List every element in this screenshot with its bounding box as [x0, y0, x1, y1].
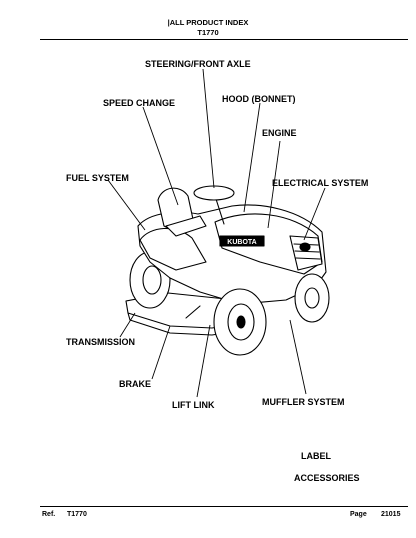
label-brake[interactable]: BRAKE [119, 379, 152, 389]
footer-rule [40, 506, 408, 507]
footer-page-label: Page [350, 511, 367, 518]
label-hood-bonnet[interactable]: HOOD (BONNET) [222, 94, 296, 104]
footer-ref-value: T1770 [67, 511, 87, 518]
label-muffler-system[interactable]: MUFFLER SYSTEM [262, 397, 345, 407]
steering-wheel [193, 185, 235, 201]
label-lift-link[interactable]: LIFT LINK [172, 400, 215, 410]
brand-plate [219, 235, 265, 247]
leader-lines [107, 68, 326, 398]
svg-text:KUBOTA: KUBOTA [227, 239, 256, 246]
label-engine[interactable]: ENGINE [262, 128, 297, 138]
label-speed-change[interactable]: SPEED CHANGE [103, 98, 176, 108]
footer-page-value: 21015 [381, 511, 401, 518]
label-steering-front-axle[interactable]: STEERING/FRONT AXLE [145, 59, 251, 69]
label-electrical-system[interactable]: ELECTRICAL SYSTEM [272, 178, 369, 188]
label-label[interactable]: LABEL [301, 451, 331, 461]
index-title: |ALL PRODUCT INDEX [167, 18, 249, 27]
model-title: T1770 [197, 28, 219, 37]
header-rule [40, 39, 408, 40]
label-transmission[interactable]: TRANSMISSION [66, 337, 136, 347]
footer-ref-label: Ref. [42, 511, 56, 518]
label-fuel-system[interactable]: FUEL SYSTEM [66, 173, 129, 183]
headlight [299, 242, 311, 252]
label-accessories[interactable]: ACCESSORIES [294, 473, 360, 483]
